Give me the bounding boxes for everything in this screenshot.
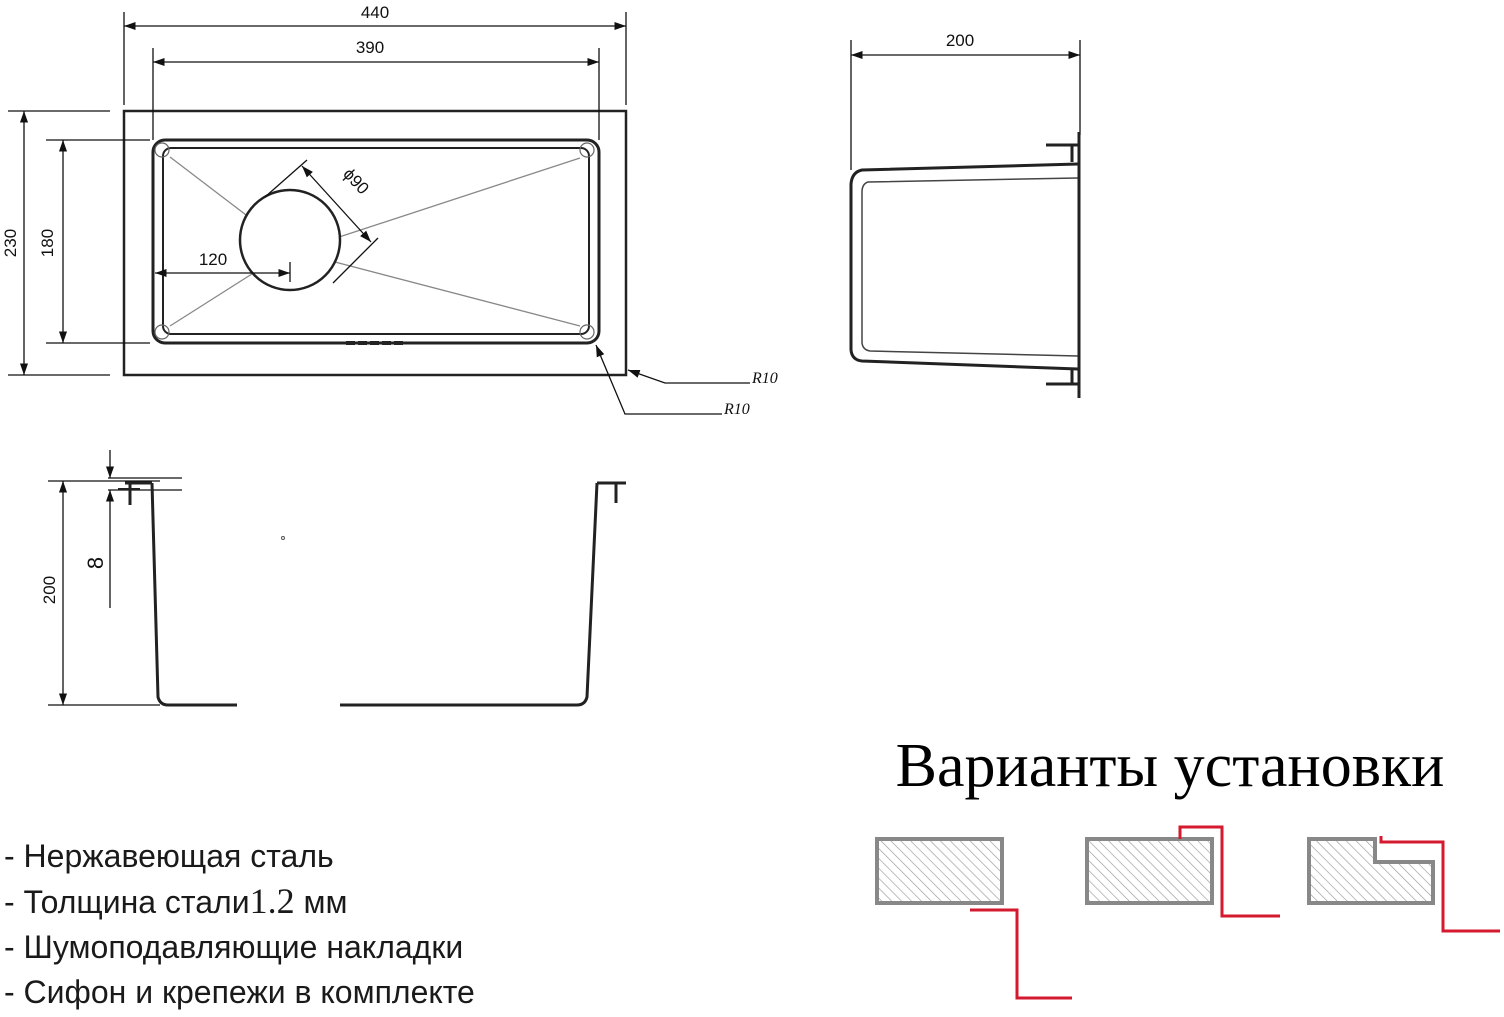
dim-front-200: 200 [40,576,59,604]
features-list: - Нержавеющая сталь - Толщина стали1.2 м… [4,838,475,1010]
bowl-outline-inner [162,147,590,335]
radius-inner-label: R10 [723,401,750,418]
front-section-view: 200 8 [40,450,626,707]
thickness-unit: мм [295,884,348,920]
dim-390: 390 [356,38,384,57]
feature-item: - Сифон и крепежи в комплекте [4,974,475,1010]
thickness-value: 1.2 [250,881,295,921]
dim-180: 180 [38,229,57,257]
install-variant-overmount [875,837,1072,1000]
install-variant-flush [1307,836,1500,933]
install-title: Варианты установки [896,732,1445,800]
bowl-wall-left [150,482,237,707]
feature-item: - Нержавеющая сталь [4,838,334,874]
dim-440: 440 [361,3,389,22]
install-variants: Варианты установки [875,732,1500,1000]
feature-item-thickness: - Толщина стали1.2 мм [4,881,347,921]
feature-item: - Шумоподавляющие накладки [4,929,463,965]
side-view: 200 [849,31,1081,398]
bowl-wall-right [340,482,599,707]
dim-230: 230 [1,229,20,257]
sink-side-profile [849,162,1079,371]
dim-flange-8: 8 [83,557,108,569]
dim-120: 120 [199,250,227,269]
bowl-outline-outer [151,138,601,345]
dim-phi90: ϕ90 [339,164,372,198]
radius-outer-label: R10 [751,370,778,387]
sink-outline [122,109,628,377]
install-variant-undermount [1085,825,1280,918]
dim-side-200: 200 [946,31,974,50]
top-view: 440 390 230 180 120 ϕ90 R10 R10 [1,3,778,418]
